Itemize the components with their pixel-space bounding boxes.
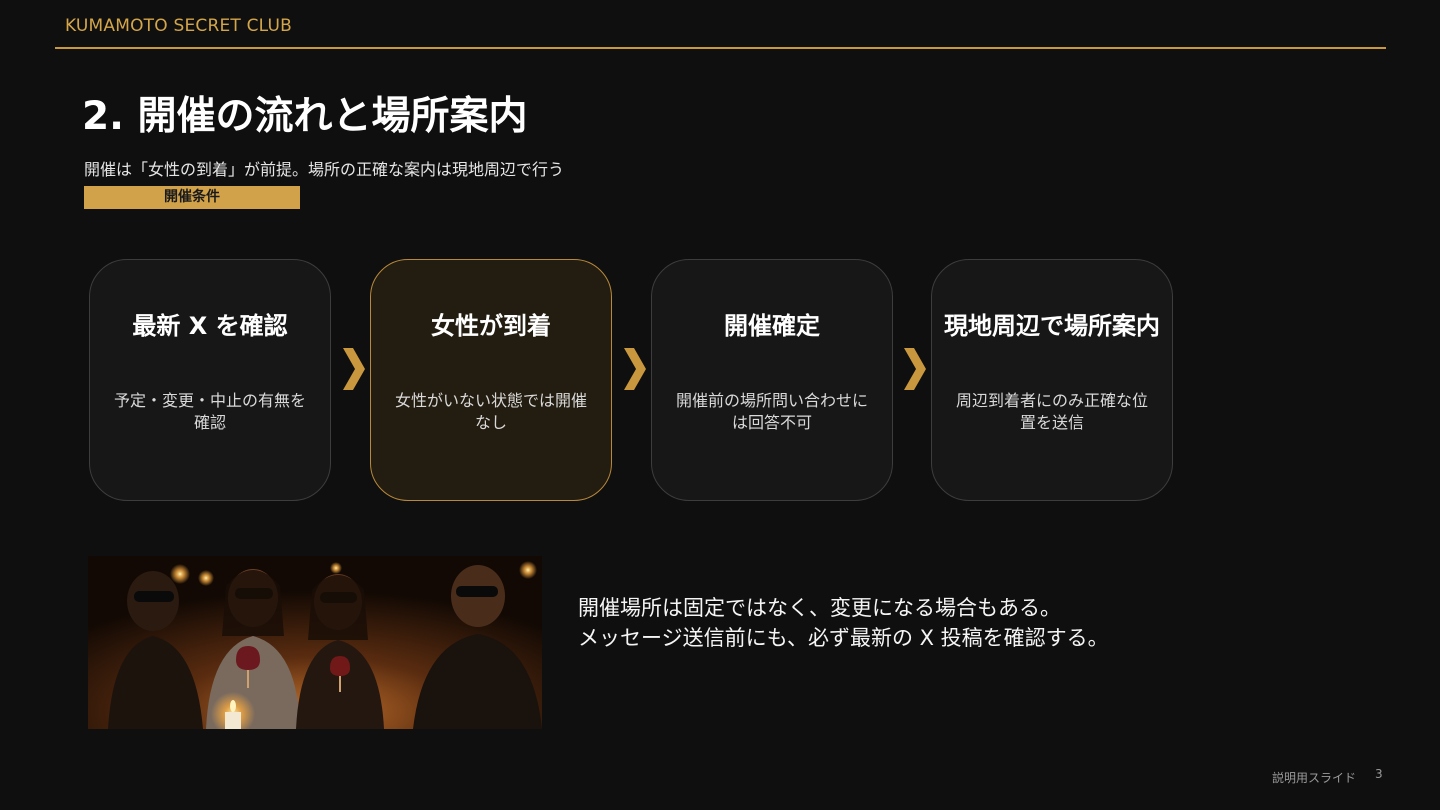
step-title: 女性が到着 <box>431 311 551 340</box>
step-description: 女性がいない状態では開催なし <box>394 391 587 432</box>
step-description: 予定・変更・中止の有無を確認 <box>113 391 306 432</box>
brand-label: KUMAMOTO SECRET CLUB <box>65 16 292 36</box>
chevron-right-icon <box>624 348 646 390</box>
note-line: メッセージ送信前にも、必ず最新の X 投稿を確認する。 <box>578 626 1109 650</box>
note-line: 開催場所は固定ではなく、変更になる場合もある。 <box>578 596 1061 620</box>
step-description: 周辺到着者にのみ正確な位置を送信 <box>955 391 1148 432</box>
step-card-woman-arrives: 女性が到着 女性がいない状態では開催なし <box>370 259 612 501</box>
condition-tag: 開催条件 <box>84 186 300 209</box>
page-subtitle: 開催は「女性の到着」が前提。場所の正確な案内は現地周辺で行う <box>84 160 565 179</box>
masked-party-photo <box>88 556 542 729</box>
header-divider <box>55 47 1386 49</box>
step-card-check-x: 最新 X を確認 予定・変更・中止の有無を確認 <box>89 259 331 501</box>
step-title: 現地周辺で場所案内 <box>944 311 1160 340</box>
footer-label: 説明用スライド <box>1272 771 1357 785</box>
location-note: 開催場所は固定ではなく、変更になる場合もある。 メッセージ送信前にも、必ず最新の… <box>578 593 1109 653</box>
step-title: 開催確定 <box>724 311 820 340</box>
step-description: 開催前の場所問い合わせには回答不可 <box>675 391 868 432</box>
chevron-right-icon <box>343 348 365 390</box>
chevron-right-icon <box>904 348 926 390</box>
step-card-event-confirmed: 開催確定 開催前の場所問い合わせには回答不可 <box>651 259 893 501</box>
page-title: 2. 開催の流れと場所案内 <box>82 94 528 139</box>
page-number: 3 <box>1375 767 1383 781</box>
step-title: 最新 X を確認 <box>132 311 288 340</box>
step-card-location-guide: 現地周辺で場所案内 周辺到着者にのみ正確な位置を送信 <box>931 259 1173 501</box>
